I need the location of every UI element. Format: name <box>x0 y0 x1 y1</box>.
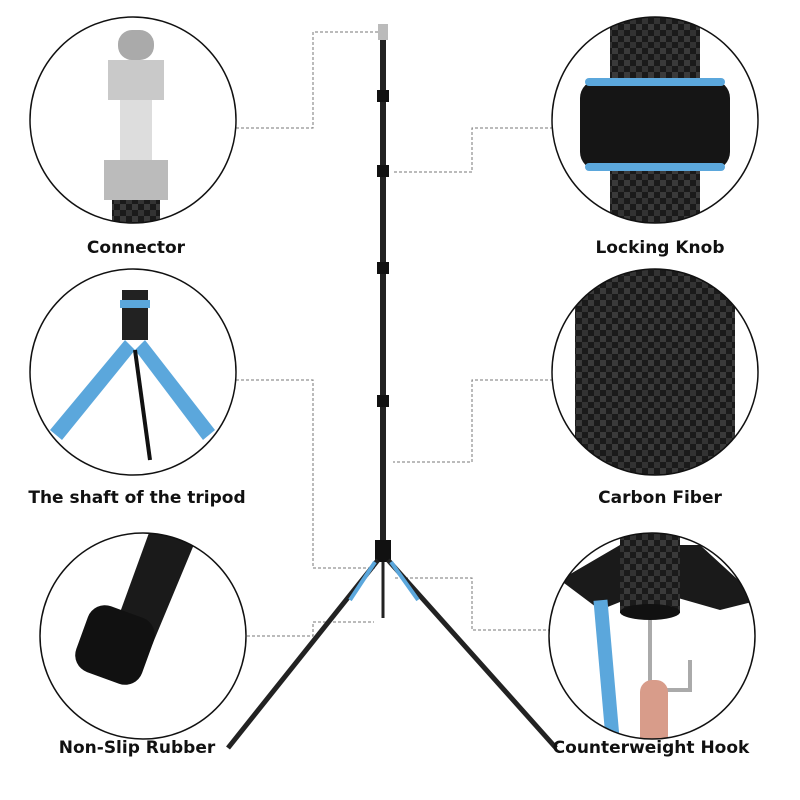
carbon-fiber-label: Carbon Fiber <box>598 488 722 508</box>
connector-label: Connector <box>86 238 186 258</box>
counterweight-hook-detail-image <box>549 533 755 739</box>
connector-detail-image <box>30 17 236 223</box>
locking-knob-label: Locking Knob <box>595 238 725 258</box>
carbon-fiber-detail-image <box>552 269 758 475</box>
leader-lines <box>236 31 553 637</box>
non-slip-rubber-label: Non-Slip Rubber <box>58 738 216 758</box>
counterweight-hook-label: Counterweight Hook <box>552 738 750 758</box>
rubber-foot-detail-image <box>40 533 246 739</box>
shaft-label: The shaft of the tripod <box>28 488 246 508</box>
tripod <box>226 24 558 750</box>
shaft-detail-image <box>30 269 236 475</box>
locking-knob-detail-image <box>552 17 758 223</box>
